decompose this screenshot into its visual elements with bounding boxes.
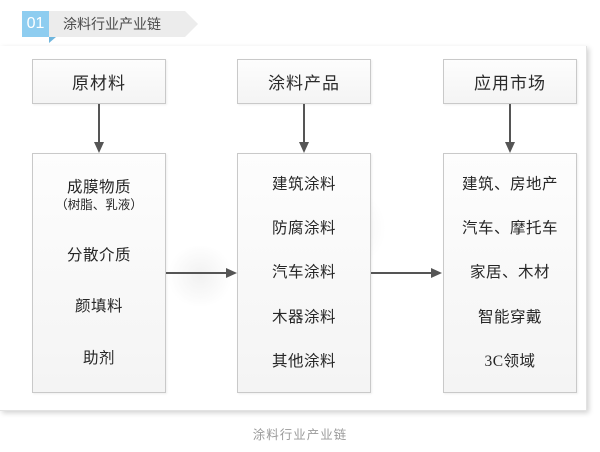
list-item: 家居、木材 [469,264,550,282]
arrow-right-icon [371,267,443,279]
arrow-head [226,267,237,278]
node-coating-products-header: 涂料产品 [237,59,371,104]
arrow-shaft [509,104,511,144]
list-item: 防腐涂料 [271,219,336,237]
node-raw-materials-header: 原材料 [32,59,166,104]
list-item: 颜填料 [74,298,123,316]
badge-tail-shape [49,37,56,43]
arrow-head [93,142,104,153]
node-application-markets-header: 应用市场 [443,59,577,104]
list-item: 3C领域 [484,353,536,371]
arrow-shaft [303,104,305,144]
section-header: 01 涂料行业产业链 [22,11,198,43]
node-application-markets-list: 建筑、房地产 汽车、摩托车 家居、木材 智能穿戴 3C领域 [443,153,577,393]
arrow-shaft [371,272,433,274]
arrow-head [298,142,309,153]
list-item: 建筑涂料 [271,175,336,193]
node-label: 原材料 [72,74,126,93]
industry-chain-diagram: 原材料 成膜物质 （树脂、乳液） 分散介质 颜填料 助剂 涂料产品 建筑涂料 防… [0,46,600,410]
section-title-banner: 涂料行业产业链 [49,11,198,37]
section-title: 涂料行业产业链 [63,16,161,32]
list-item-subtext: （树脂、乳液） [55,198,143,213]
list-item-text: 成膜物质 [66,178,131,196]
list-item: 助剂 [82,349,115,367]
arrow-head [504,142,515,153]
arrow-down-icon [298,104,310,153]
arrow-head [431,267,442,278]
node-label: 涂料产品 [268,74,340,93]
section-number-badge: 01 [22,11,49,37]
arrow-shaft [166,272,228,274]
list-item: 汽车、摩托车 [461,219,558,237]
list-item: 分散介质 [66,246,131,264]
arrow-right-icon [166,267,238,279]
list-item: 木器涂料 [271,308,336,326]
list-item: 汽车涂料 [271,264,336,282]
figure-caption: 涂料行业产业链 [252,428,348,442]
node-coating-products-list: 建筑涂料 防腐涂料 汽车涂料 木器涂料 其他涂料 [237,153,371,393]
list-item: 智能穿戴 [477,308,542,326]
arrow-shaft [98,104,100,144]
node-label: 应用市场 [474,74,546,93]
arrow-down-icon [504,104,516,153]
list-item: 建筑、房地产 [461,175,558,193]
list-item: 成膜物质 （树脂、乳液） [55,178,143,214]
arrow-down-icon [93,104,105,153]
list-item: 其他涂料 [271,353,336,371]
node-raw-materials-list: 成膜物质 （树脂、乳液） 分散介质 颜填料 助剂 [32,153,166,393]
